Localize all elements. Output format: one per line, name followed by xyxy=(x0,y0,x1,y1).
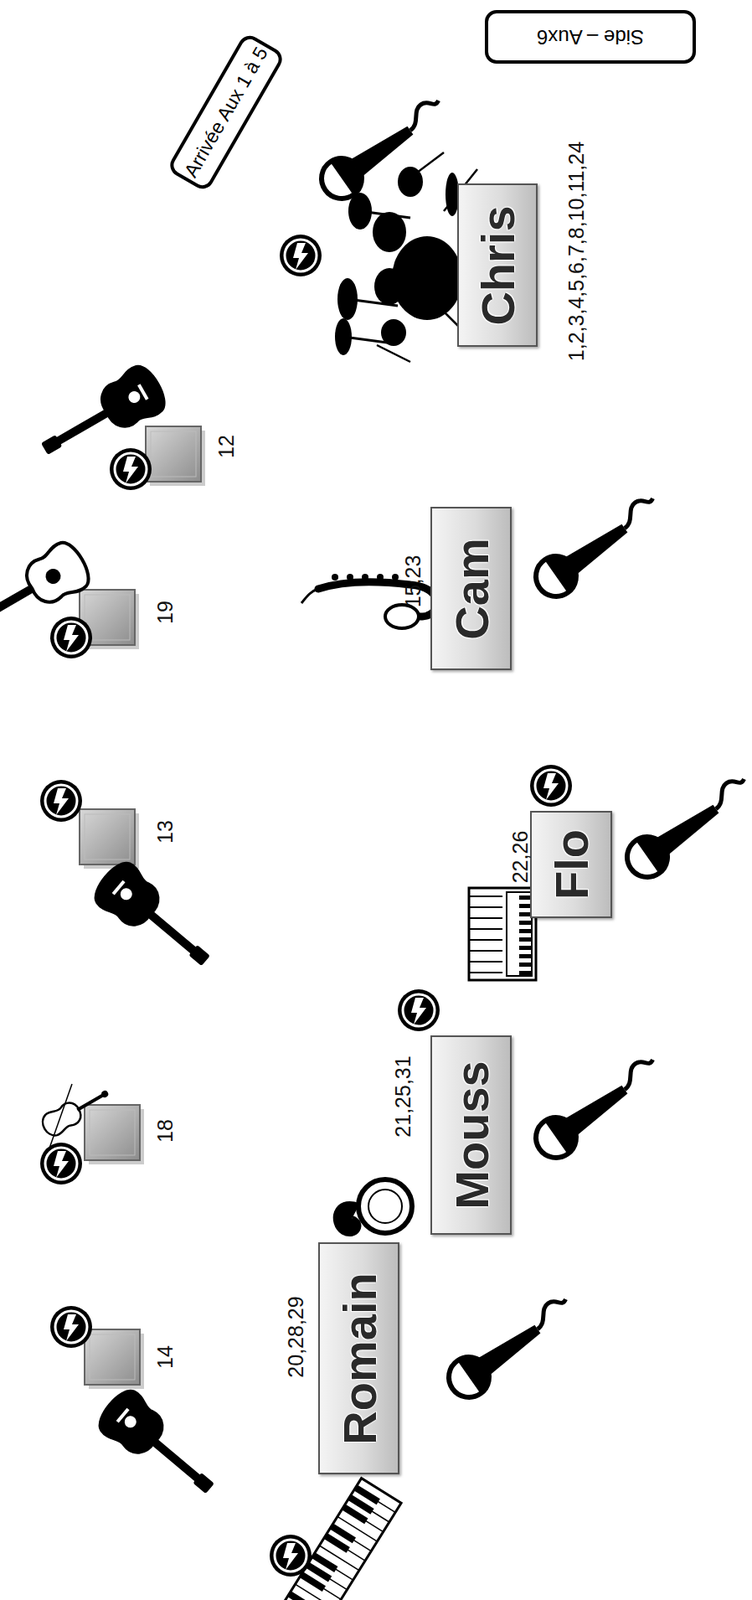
power-symbol xyxy=(40,779,83,822)
accordion xyxy=(468,887,536,980)
channel-number: 18 xyxy=(153,1118,178,1143)
channel-number: 14 xyxy=(153,1344,178,1369)
electric-guitar xyxy=(88,856,222,981)
power-symbol xyxy=(269,1534,312,1577)
power-symbol xyxy=(50,616,93,659)
electric-guitar xyxy=(31,360,171,471)
amp-box xyxy=(79,808,140,869)
amp-box xyxy=(84,1328,145,1389)
input-note: Arrivée Aux 1 à 5 xyxy=(165,31,286,194)
channel-list: 15,23 xyxy=(401,555,426,608)
musician-name: Flo xyxy=(544,829,599,900)
musician-box: Cam xyxy=(430,506,512,670)
microphone xyxy=(619,768,752,885)
power-symbol xyxy=(50,1305,93,1348)
microphone xyxy=(314,90,455,207)
channel-list: 21,25,31 xyxy=(391,1055,416,1137)
musician-box: Flo xyxy=(530,810,613,918)
power-symbol xyxy=(397,988,440,1031)
channel-number: 13 xyxy=(153,819,178,844)
note-text: Arrivée Aux 1 à 5 xyxy=(180,42,273,181)
amp-box xyxy=(145,426,206,486)
channel-list: 22,26 xyxy=(508,830,533,884)
microphone xyxy=(441,1288,583,1405)
microphone xyxy=(528,488,670,604)
electric-guitar xyxy=(92,1384,227,1509)
sousaphone xyxy=(336,1179,413,1233)
note-text: Side – Aux6 xyxy=(536,25,644,49)
violin xyxy=(20,1070,120,1157)
channel-number: 12 xyxy=(214,434,239,459)
microphone xyxy=(528,1049,670,1165)
power-symbol xyxy=(109,448,152,490)
musician-box: Chris xyxy=(457,183,538,347)
musician-name: Mouss xyxy=(443,1060,499,1209)
musician-box: Romain xyxy=(318,1241,400,1474)
power-symbol xyxy=(530,764,572,807)
musician-box: Mouss xyxy=(430,1035,512,1235)
musician-name: Cam xyxy=(443,537,499,639)
channel-list: 1,2,3,4,5,6,7,8,10,11,24 xyxy=(564,141,589,361)
amp-box xyxy=(84,1104,145,1165)
musician-name: Chris xyxy=(470,205,526,325)
musician-name: Romain xyxy=(331,1272,387,1444)
power-symbol xyxy=(40,1142,83,1185)
channel-number: 19 xyxy=(153,600,178,624)
channel-list: 20,28,29 xyxy=(283,1295,309,1377)
side-note: Side – Aux6 xyxy=(484,10,696,64)
power-symbol xyxy=(279,234,322,277)
